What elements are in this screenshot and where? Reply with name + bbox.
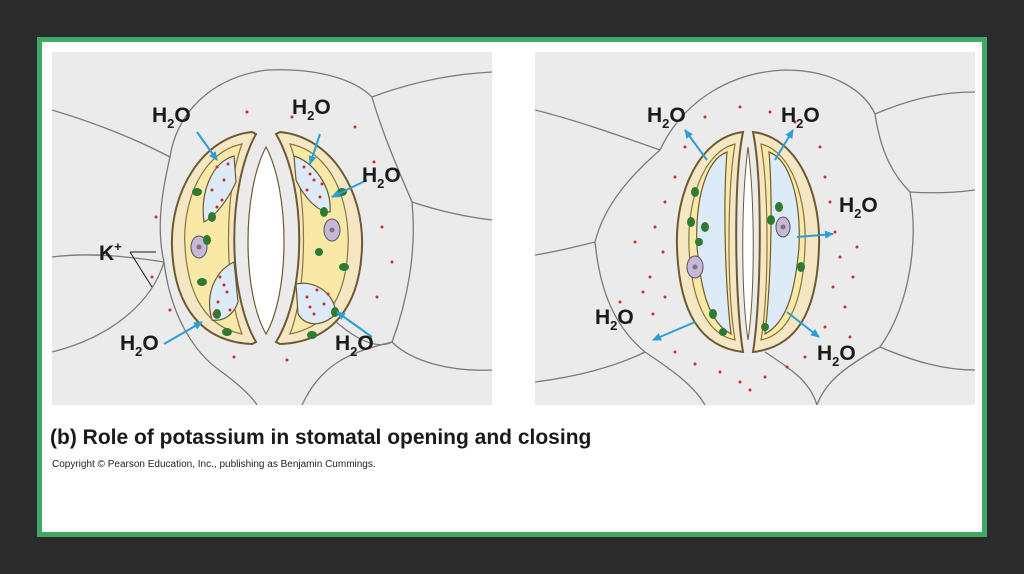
guard-cell-right [753, 132, 819, 352]
slide-frame: H2O H2O H2O H2O H2O K+ [37, 37, 987, 537]
closed-stoma-panel: H2O H2O H2O H2O H2O [535, 52, 975, 405]
closed-stoma-diagram: H2O H2O H2O H2O H2O [535, 52, 975, 405]
potassium-label: K+ [99, 239, 122, 265]
water-label: H2O [292, 96, 331, 123]
water-label: H2O [362, 164, 401, 191]
water-label: H2O [595, 306, 634, 333]
epidermal-cells [535, 70, 975, 405]
water-label: H2O [120, 332, 159, 359]
water-label: H2O [839, 194, 878, 221]
guard-cell-right [276, 132, 362, 344]
water-label: H2O [647, 104, 686, 131]
open-stoma-panel: H2O H2O H2O H2O H2O K+ [52, 52, 492, 405]
copyright-notice: Copyright © Pearson Education, Inc., pub… [52, 459, 376, 470]
water-label: H2O [781, 104, 820, 131]
stomatal-pore [248, 147, 284, 334]
water-label: H2O [817, 342, 856, 369]
ion-pointer-lines [130, 252, 156, 287]
guard-cell-left [677, 132, 743, 352]
water-label: H2O [152, 104, 191, 131]
water-out-arrow [653, 322, 695, 340]
water-out-arrow [685, 130, 707, 160]
figure-caption: (b) Role of potassium in stomatal openin… [50, 426, 591, 450]
open-stoma-diagram: H2O H2O H2O H2O H2O K+ [52, 52, 492, 405]
stomatal-pore [743, 147, 754, 340]
